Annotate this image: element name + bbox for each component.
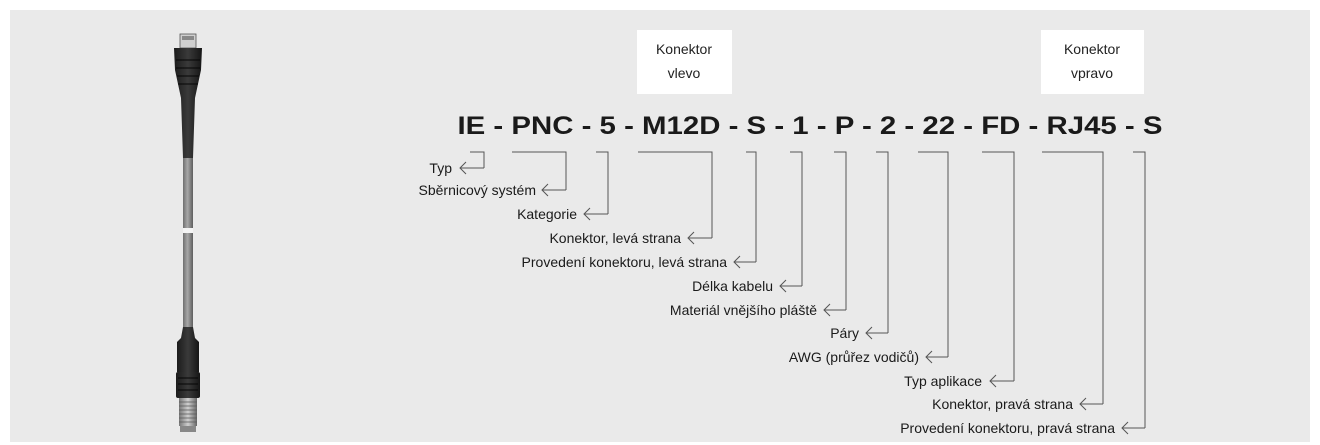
leader-kategorie: [596, 151, 609, 214]
leader-provedeni-prava: [1133, 151, 1146, 428]
arrow-delka-kabelu: [779, 279, 802, 293]
field-label-typ-aplikace: Typ aplikace: [904, 373, 982, 389]
cable-image: [174, 33, 202, 432]
leader-delka-kabelu: [790, 151, 803, 286]
leader-typ-aplikace: [982, 151, 1015, 381]
type-code: IE - PNC - 5 - M12D - S - 1 - P - 2 - 22…: [458, 112, 1163, 140]
field-label-konektor-prava: Konektor, pravá strana: [932, 396, 1073, 412]
field-label-provedeni-prava: Provedení konektoru, pravá strana: [900, 420, 1115, 436]
field-label-material: Materiál vnějšího pláště: [670, 302, 817, 318]
field-label-provedeni-leva: Provedení konektoru, levá strana: [522, 254, 728, 270]
leader-typ: [470, 151, 485, 168]
field-label-typ: Typ: [429, 160, 452, 176]
leader-provedeni-leva: [746, 151, 757, 262]
arrow-provedeni-prava: [1121, 421, 1145, 435]
arrow-konektor-prava: [1079, 397, 1103, 411]
arrow-kategorie: [583, 207, 608, 221]
box-konektor-vpravo-line-2: vpravo: [1071, 65, 1113, 81]
box-konektor-vlevo: Konektor vlevo: [637, 30, 732, 94]
leader-lines: [470, 151, 1146, 428]
arrow-konektor-leva: [687, 231, 712, 245]
field-labels: Typ Sběrnicový systém Kategorie Konektor…: [419, 160, 1116, 436]
arrow-typ-aplikace: [989, 374, 1014, 388]
arrowheads: [459, 161, 1145, 435]
field-label-konektor-leva: Konektor, levá strana: [549, 230, 681, 246]
arrow-pary: [865, 326, 888, 340]
field-label-pary: Páry: [830, 325, 859, 341]
leader-material: [834, 151, 847, 310]
field-label-kategorie: Kategorie: [517, 206, 577, 222]
box-konektor-vpravo-line-1: Konektor: [1064, 41, 1120, 57]
arrow-material: [823, 303, 846, 317]
box-konektor-vlevo-line-1: Konektor: [656, 41, 712, 57]
field-label-sbernicovy-system: Sběrnicový systém: [419, 182, 536, 198]
arrow-sbernicovy-system: [541, 183, 566, 197]
box-konektor-vpravo: Konektor vpravo: [1041, 30, 1144, 94]
leader-awg: [918, 151, 949, 357]
leader-pary: [876, 151, 889, 333]
field-label-delka-kabelu: Délka kabelu: [692, 278, 773, 294]
arrow-typ: [459, 161, 484, 175]
leader-sbernicovy-system: [512, 151, 567, 190]
leader-konektor-leva: [638, 151, 713, 238]
leader-konektor-prava: [1042, 151, 1104, 404]
arrow-awg: [925, 350, 948, 364]
arrow-provedeni-leva: [733, 255, 756, 269]
field-label-awg: AWG (průřez vodičů): [789, 349, 919, 365]
box-konektor-vlevo-line-2: vlevo: [668, 65, 701, 81]
